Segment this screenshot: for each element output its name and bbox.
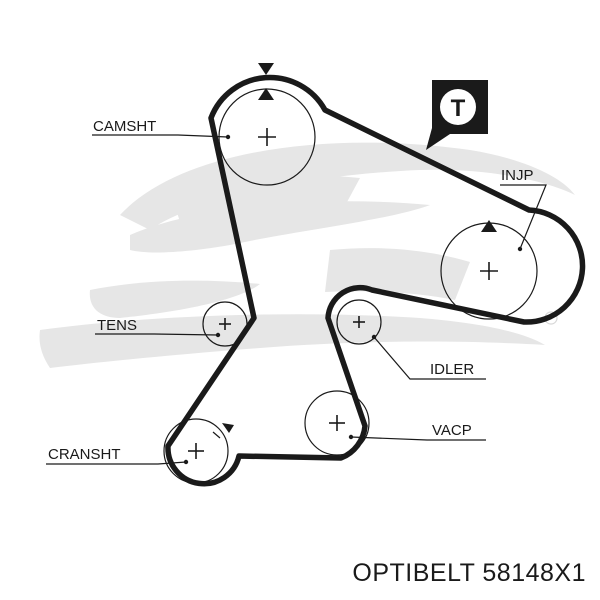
camshaft-label: CAMSHT — [93, 118, 156, 135]
injection-pump-timing-mark-icon — [481, 220, 497, 232]
vacuum-pump-label: VACP — [432, 422, 472, 439]
tensioner-pulley — [202, 301, 248, 347]
crankshaft-timing-mark-icon — [222, 423, 234, 433]
camshaft-leader — [92, 134, 229, 138]
part-number-caption: OPTIBELT 58148X1 — [352, 559, 586, 587]
injection-pump-label: INJP — [501, 167, 534, 184]
vacuum-pump-pulley — [304, 390, 370, 456]
crankshaft-timing-tick — [212, 431, 221, 439]
leader-lines — [46, 134, 547, 465]
vacp-leader — [350, 436, 486, 441]
timing-belt — [165, 74, 586, 487]
cransht-leader — [46, 461, 187, 465]
injp-leader — [500, 184, 547, 250]
badge-letter: T — [451, 95, 466, 122]
tens-leader — [95, 333, 219, 336]
crankshaft-pulley — [163, 418, 229, 484]
idler-label: IDLER — [430, 361, 474, 378]
idler-leader — [373, 336, 486, 380]
tension-badge: T — [426, 80, 488, 150]
crankshaft-label: CRANSHT — [48, 446, 121, 463]
tensioner-label: TENS — [97, 317, 137, 334]
camshaft-timing-mark-icon — [258, 63, 274, 100]
gates-watermark-logo — [39, 142, 575, 368]
idler-pulley — [336, 299, 382, 345]
